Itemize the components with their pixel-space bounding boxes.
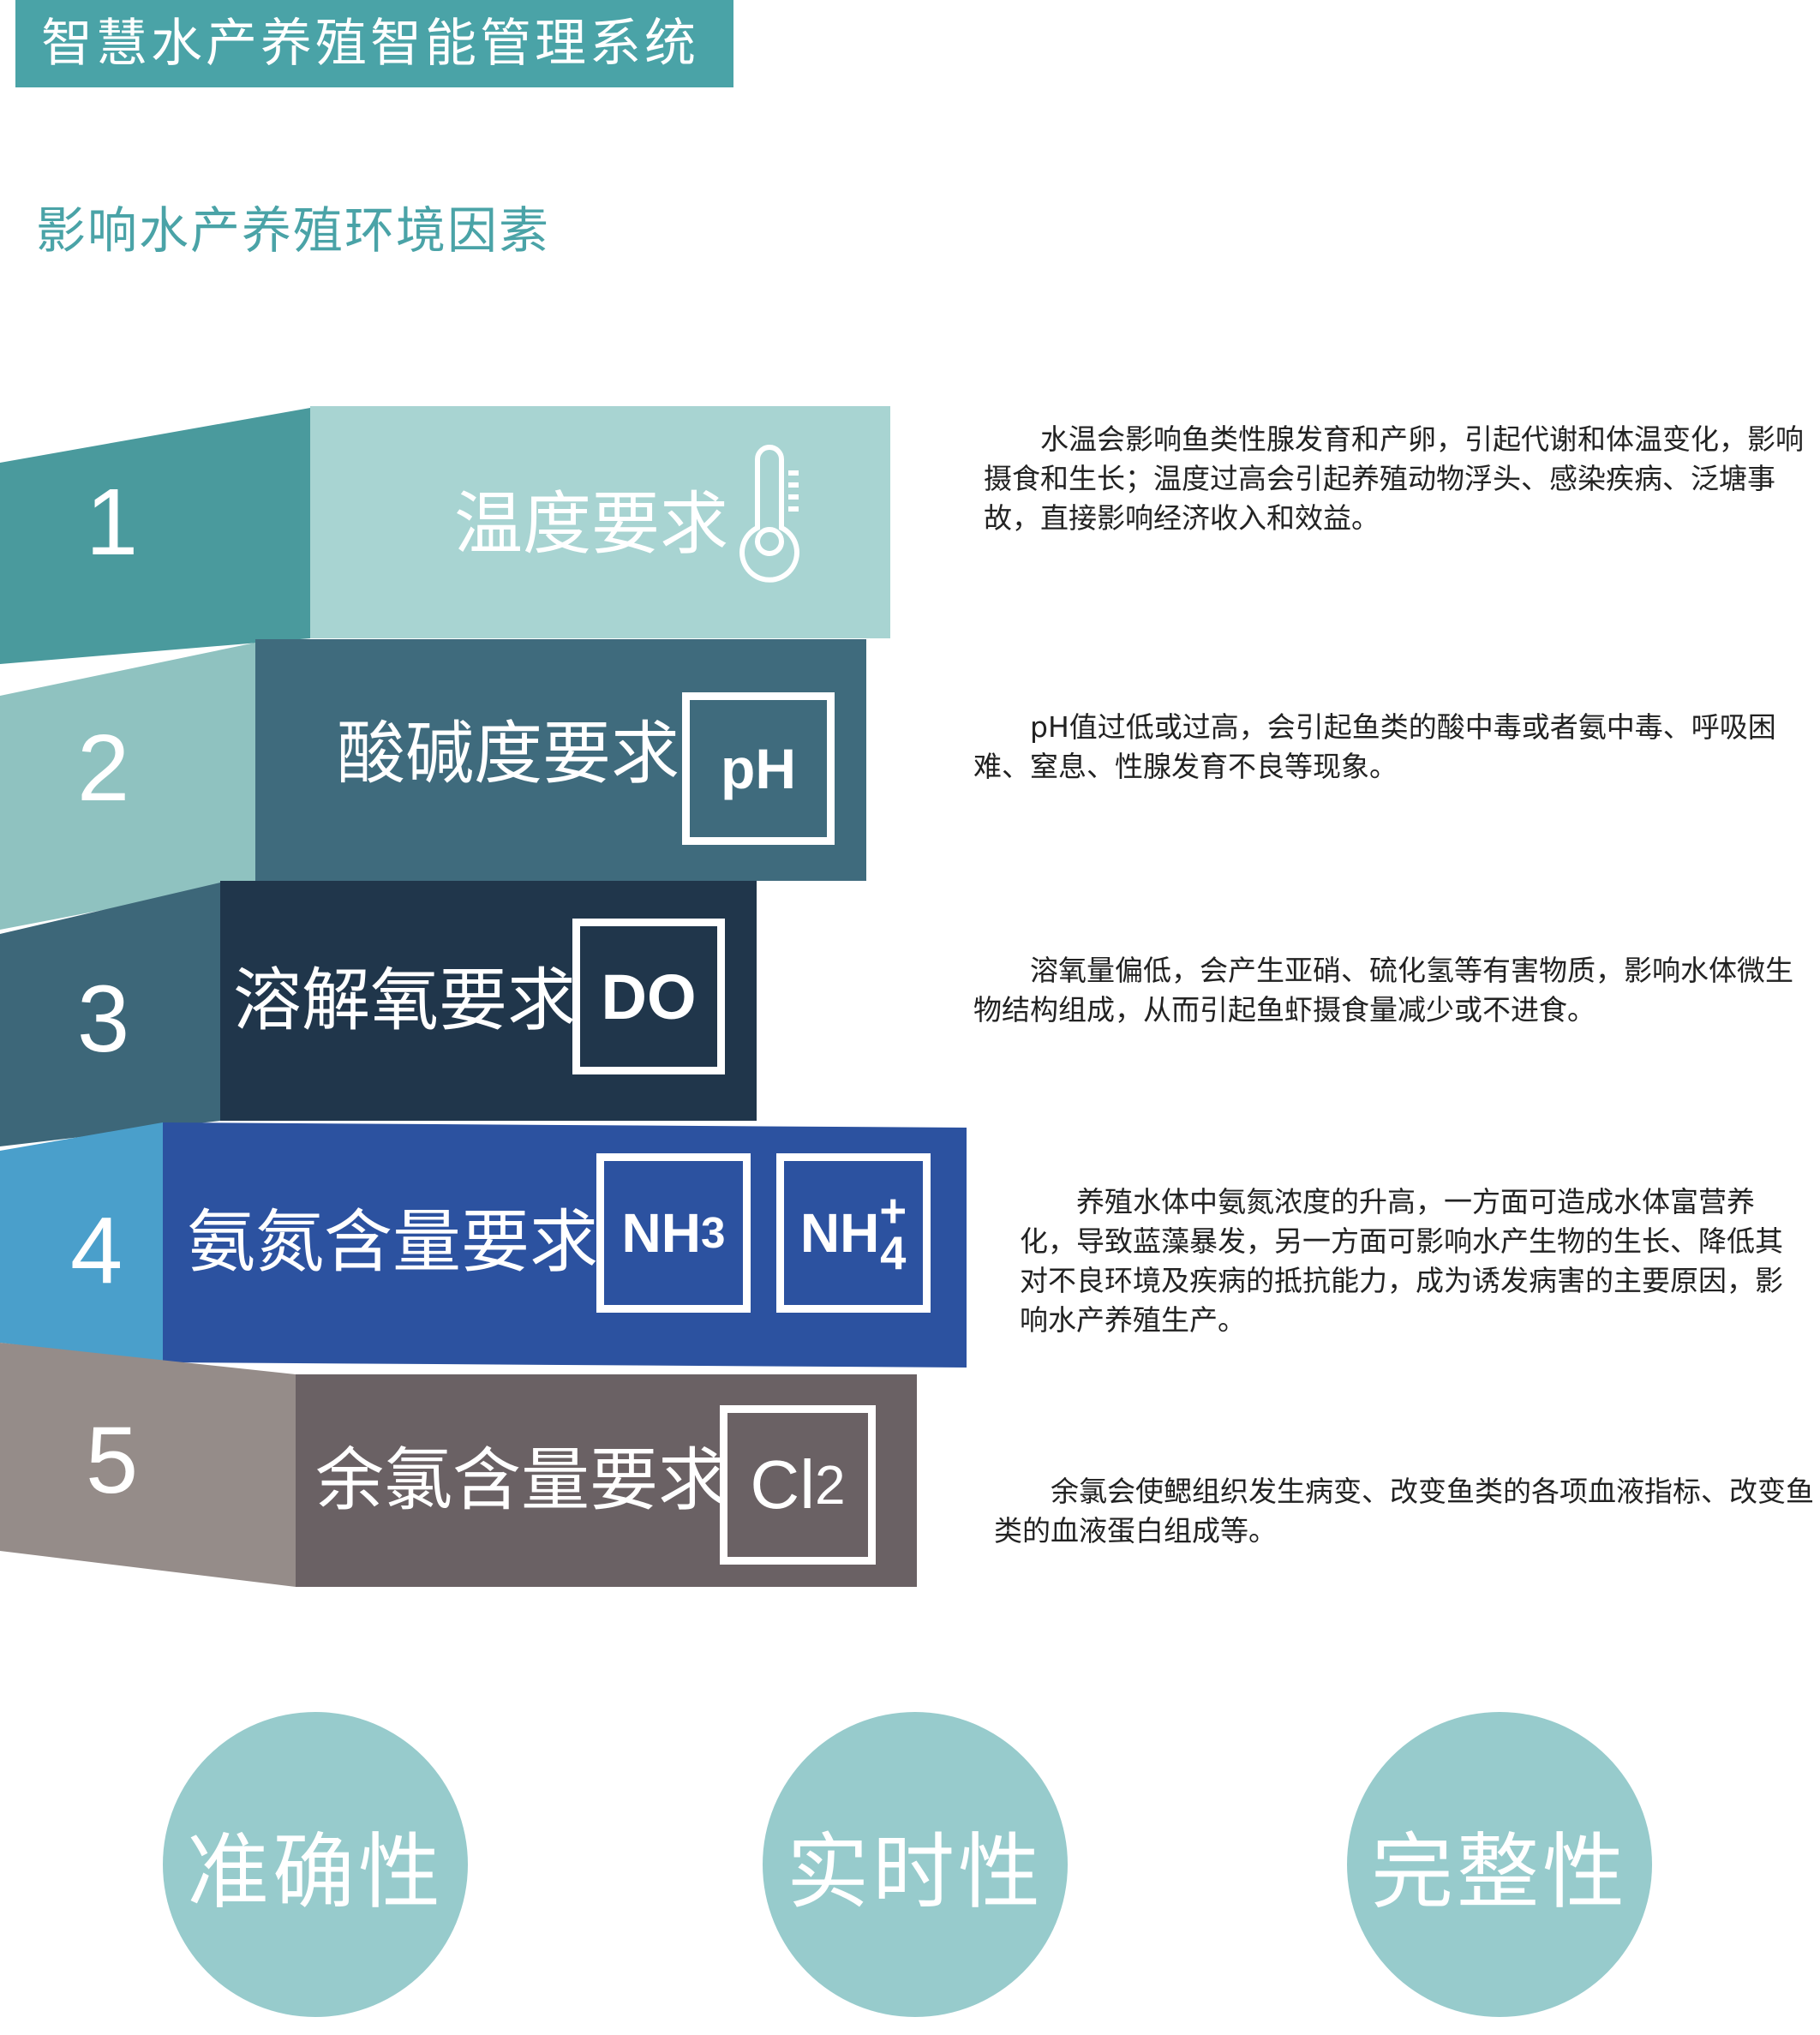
thermometer-icon — [739, 445, 799, 583]
feature-realtime-circle: 实时性 — [763, 1712, 1068, 2017]
step-label-1: 温度要求 — [454, 484, 728, 564]
feature-realtime-label: 实时性 — [787, 1823, 1044, 1920]
step-number-3: 3 — [77, 967, 130, 1072]
factor-description-1: 水温会影响鱼类性腺发育和产卵，引起代谢和体温变化，影响摄食和生长；温度过高会引起… — [984, 422, 1804, 535]
ph-symbol-text: pH — [721, 737, 796, 800]
step-number-1: 1 — [86, 470, 139, 575]
app-title: 智慧水产养殖智能管理系统 — [41, 14, 699, 74]
app-title-banner: 智慧水产养殖智能管理系统 — [15, 0, 733, 87]
step-label-2: 酸碱度要求 — [337, 714, 680, 793]
step-label-5: 余氯含量要求 — [315, 1440, 727, 1520]
do-symbol-box: DO — [572, 919, 725, 1074]
step-5-tab — [0, 1343, 296, 1587]
feature-accuracy-circle: 准确性 — [163, 1712, 468, 2017]
factor-description-2: pH值过低或过高，会引起鱼类的酸中毒或者氨中毒、呼吸困难、窒息、性腺发育不良等现… — [973, 710, 1776, 783]
do-symbol-text: DO — [601, 961, 697, 1032]
feature-accuracy-label: 准确性 — [187, 1823, 444, 1920]
cl2-symbol-base: Cl — [750, 1446, 815, 1523]
feature-completeness-label: 完整性 — [1371, 1823, 1628, 1920]
step-4-tab — [0, 1122, 163, 1362]
step-3-tab — [0, 883, 220, 1146]
nh4-symbol-sub: 4 — [880, 1227, 907, 1279]
nh4-symbol-sup: + — [879, 1185, 907, 1238]
step-label-3: 溶解氧要求 — [233, 961, 576, 1040]
factor-description-4: 养殖水体中氨氮浓度的升高，一方面可造成水体富营养化，导致蓝藻暴发，另一方面可影响… — [1020, 1185, 1783, 1337]
step-2-tab — [0, 643, 255, 930]
step-number-2: 2 — [77, 715, 130, 821]
step-1-band — [310, 406, 890, 638]
step-1-tab — [0, 408, 310, 664]
step-number-5: 5 — [86, 1408, 139, 1513]
factor-description-5: 余氯会使鳃组织发生病变、改变鱼类的各项血液指标、改变鱼类的血液蛋白组成等。 — [994, 1475, 1814, 1547]
nh4-symbol-box: NH+4 — [776, 1153, 931, 1313]
nh3-symbol-base: NH — [621, 1202, 701, 1264]
step-label-4: 氨氮含量要求 — [187, 1202, 598, 1282]
step-4-band — [163, 1122, 967, 1368]
feature-completeness-circle: 完整性 — [1347, 1712, 1652, 2017]
section-subtitle: 影响水产养殖环境因素 — [36, 201, 551, 260]
step-number-4: 4 — [70, 1198, 123, 1303]
nh4-symbol-base: NH — [799, 1202, 880, 1264]
ph-symbol-box: pH — [682, 692, 835, 845]
factor-steps-graphic — [0, 406, 967, 1587]
factor-description-3: 溶氧量偏低，会产生亚硝、硫化氢等有害物质，影响水体微生物结构组成，从而引起鱼虾摄… — [973, 954, 1793, 1026]
